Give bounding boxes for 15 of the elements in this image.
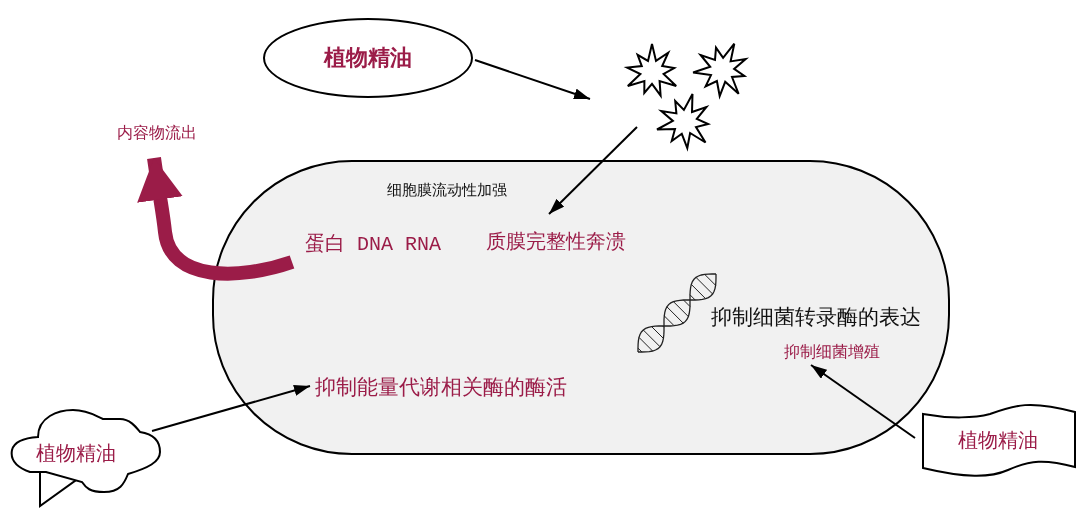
curved-arrow — [137, 157, 295, 281]
cell-annotation: 蛋白 DNA RNA — [305, 234, 441, 256]
banner-label: 植物精油 — [958, 429, 1038, 451]
arrow — [810, 364, 916, 439]
arrow — [474, 59, 591, 100]
arrow — [548, 126, 638, 215]
cell-annotation: 质膜完整性奔溃 — [486, 230, 626, 252]
outflow-label: 内容物流出 — [117, 124, 197, 142]
cell-annotation: 抑制细菌转录酶的表达 — [711, 306, 921, 330]
cloud-label: 植物精油 — [36, 442, 116, 464]
arrow — [151, 385, 311, 432]
cell-annotation: 抑制细菌增殖 — [784, 343, 880, 361]
cell-annotation: 抑制能量代谢相关酶的酶活 — [315, 376, 567, 400]
ellipse: 植物精油 — [263, 18, 473, 98]
cell-annotation: 细胞膜流动性加强 — [387, 182, 507, 199]
